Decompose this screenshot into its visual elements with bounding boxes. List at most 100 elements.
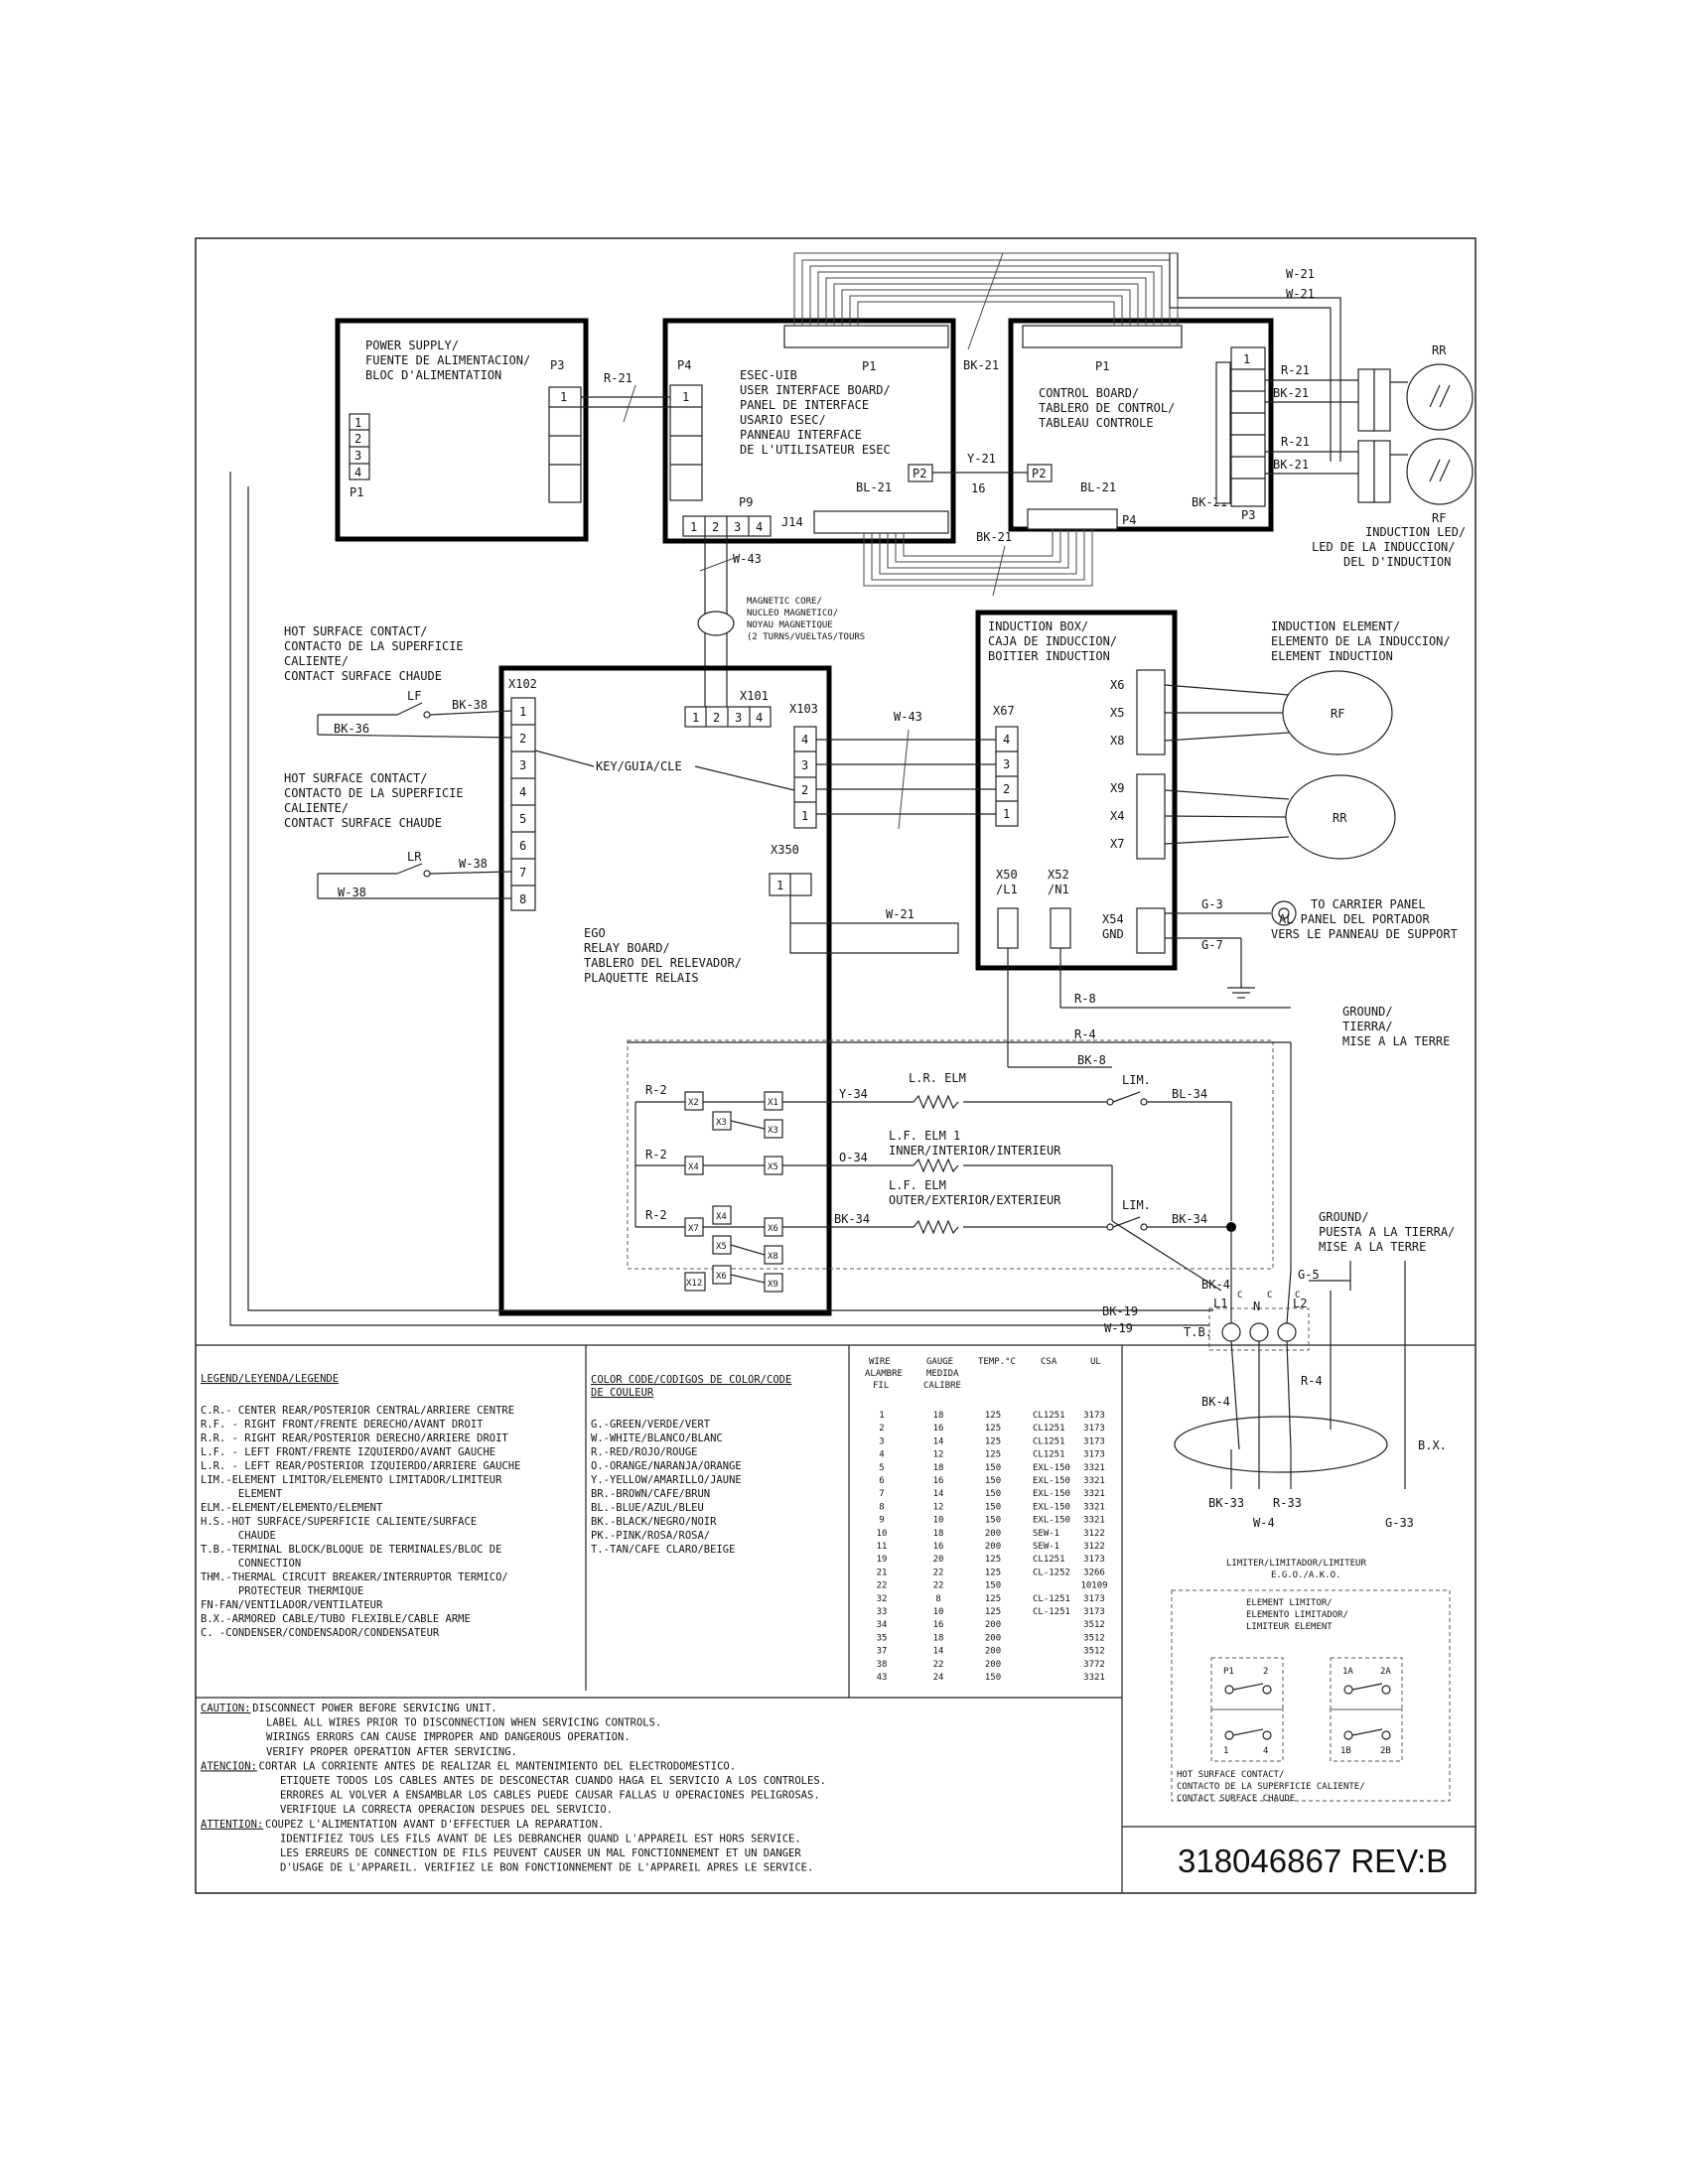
wire-table-cell: CL-1251 [1033,1594,1070,1604]
wire-table-cell: 16 [933,1424,944,1433]
uib-box [662,318,956,544]
ground1-3: MISE A LA TERRE [1342,1034,1450,1048]
wire-table: WIRE ALAMBRE FIL GAUGE MEDIDA CALIBRE TE… [865,1357,1108,1683]
wire-table-cell: 3512 [1083,1633,1105,1643]
wire-table-cell: 125 [985,1424,1001,1433]
uib-p9-pin-4: 4 [756,520,763,534]
x67-pin-4: 4 [1003,733,1010,747]
bl34-a: BL-34 [1172,1087,1207,1101]
ground1-1: GROUND/ [1342,1005,1393,1019]
wire-table-cell: 150 [985,1516,1001,1526]
x50-sub: /L1 [996,883,1018,896]
wire-table-cell: 14 [933,1647,944,1657]
caution-line: CORTAR LA CORRIENTE ANTES DE REALIZAR EL… [259,1760,736,1772]
induction-element-3: ELEMENT INDUCTION [1271,649,1393,663]
limiter-title-2: E.G.O./A.K.O. [1271,1570,1340,1580]
bk4-top: BK-4 [1201,1278,1230,1292]
ps-r21: R-21 [604,371,633,385]
legend-line-9: H.S.-HOT SURFACE/SUPERFICIE CALIENTE/SUR… [201,1516,477,1528]
part-number: 318046867 REV:B [1178,1843,1448,1879]
lim-4: 4 [1263,1746,1268,1756]
legend-line-5: L.R. - LEFT REAR/POSTERIOR IZQUIERDO/ARR… [201,1460,520,1472]
w38-a: W-38 [459,857,488,871]
hs2-3: CALIENTE/ [284,801,349,815]
uib-title-6: DE L'UTILISATEUR ESEC [740,443,891,457]
x101-pin-3: 3 [735,711,742,725]
control-p1-connector [1022,325,1183,348]
control-title-1: CONTROL BOARD/ [1039,386,1139,400]
legend-line-11: T.B.-TERMINAL BLOCK/BLOQUE DE TERMINALES… [201,1544,501,1556]
x102-pin-5: 5 [519,812,526,826]
p1-pin-4: 4 [354,466,361,479]
x67-pin-3: 3 [1003,757,1010,771]
wire-table-cell: 14 [933,1436,944,1446]
w21-lower: W-21 [1286,287,1315,301]
caution-line: LABEL ALL WIRES PRIOR TO DISCONNECTION W… [266,1717,661,1729]
relay-board: X102 1 2 3 4 5 6 7 8 X101 1 2 3 4 X103 4… [498,665,1274,1316]
wire-table-cell: EXL-150 [1033,1463,1070,1473]
r4-top: R-4 [1074,1027,1096,1041]
relay-x5: X5 [768,1162,778,1172]
caution-heading: CAUTION: [201,1703,251,1714]
tb-n: N [1253,1299,1260,1313]
gnd-label: GND [1102,927,1124,941]
uib-p4-pin: 1 [682,390,689,404]
rf-led-icon [1406,438,1474,505]
wire-table-cell: 200 [985,1620,1001,1630]
caution-line: WIRINGS ERRORS CAN CAUSE IMPROPER AND DA… [266,1731,631,1743]
legend-line-12: CONNECTION [201,1558,301,1570]
uib-bl21: BL-21 [856,480,892,494]
th-temp: TEMP.°C [978,1357,1016,1367]
g5-label: G-5 [1298,1268,1320,1282]
tb-c1: C [1237,1291,1242,1300]
uib-p2-label: P2 [913,467,926,480]
lf-inner-2: INNER/INTERIOR/INTERIEUR [889,1144,1061,1158]
limiter-title-1: LIMITER/LIMITADOR/LIMITEUR [1226,1559,1366,1569]
bk38-label: BK-38 [452,698,488,712]
power-supply: POWER SUPPLY/ FUENTE DE ALIMENTACION/ BL… [335,318,589,542]
caution-line: DISCONNECT POWER BEFORE SERVICING UNIT. [252,1703,497,1714]
wire-table-cell: 1 [879,1411,884,1421]
p3-pin: 1 [560,390,567,404]
w21-upper: W-21 [1286,267,1315,281]
relay-title-2: RELAY BOARD/ [584,941,670,955]
x67-pin-1: 1 [1003,807,1010,821]
th-gauge-3: CALIBRE [923,1381,961,1391]
rr-label: RR [1333,811,1347,825]
hs2-1: HOT SURFACE CONTACT/ [284,771,428,785]
relay-title-3: TABLERO DEL RELEVADOR/ [584,956,742,970]
w43-mid: W-43 [894,710,922,724]
wire-table-cell: 3512 [1083,1620,1105,1630]
wire-table-cell: 3122 [1083,1542,1105,1552]
lim-hs-2: CONTACTO DE LA SUPERFICIE CALIENTE/ [1177,1782,1365,1792]
wire-table-cell: 150 [985,1476,1001,1486]
relay-r2-a: R-2 [645,1083,667,1097]
uib-p4-connector [669,384,703,501]
caution-line: ETIQUETE TODOS LOS CABLES ANTES DE DESCO… [280,1775,826,1787]
control-board-box [1008,318,1274,532]
wire-table-cell: 22 [933,1660,944,1670]
wire-table-cell: CL1251 [1033,1450,1065,1460]
color-line-2: W.-WHITE/BLANCO/BLANC [591,1433,723,1444]
x102-pin-3: 3 [519,758,526,772]
limiter-el-1: ELEMENT LIMITOR/ [1246,1598,1333,1608]
power-supply-title-2: FUENTE DE ALIMENTACION/ [365,353,530,367]
wire-table-cell: 33 [877,1607,888,1617]
wire-table-cell: 125 [985,1450,1001,1460]
wire-table-cell: 16 [933,1542,944,1552]
uib-title-4: USARIO ESEC/ [740,413,826,427]
wire-table-cell: 8 [879,1502,884,1512]
wire-table-cell: 6 [879,1476,884,1486]
led-bk21-b: BK-21 [1273,458,1309,472]
wire-table-cell: 3173 [1083,1594,1105,1604]
wire-table-cell: 3173 [1083,1424,1105,1433]
lim-hs-1: HOT SURFACE CONTACT/ [1177,1770,1284,1780]
control-bl21: BL-21 [1080,480,1116,494]
wire-table-cell: 200 [985,1529,1001,1539]
x50-label: X50 [996,868,1018,882]
x8-label: X8 [1110,734,1124,748]
legend-line-7: ELEMENT [201,1488,283,1500]
lim-1b: 1B [1340,1746,1351,1756]
legend-line-16: B.X.-ARMORED CABLE/TUBO FLEXIBLE/CABLE A… [201,1613,471,1625]
